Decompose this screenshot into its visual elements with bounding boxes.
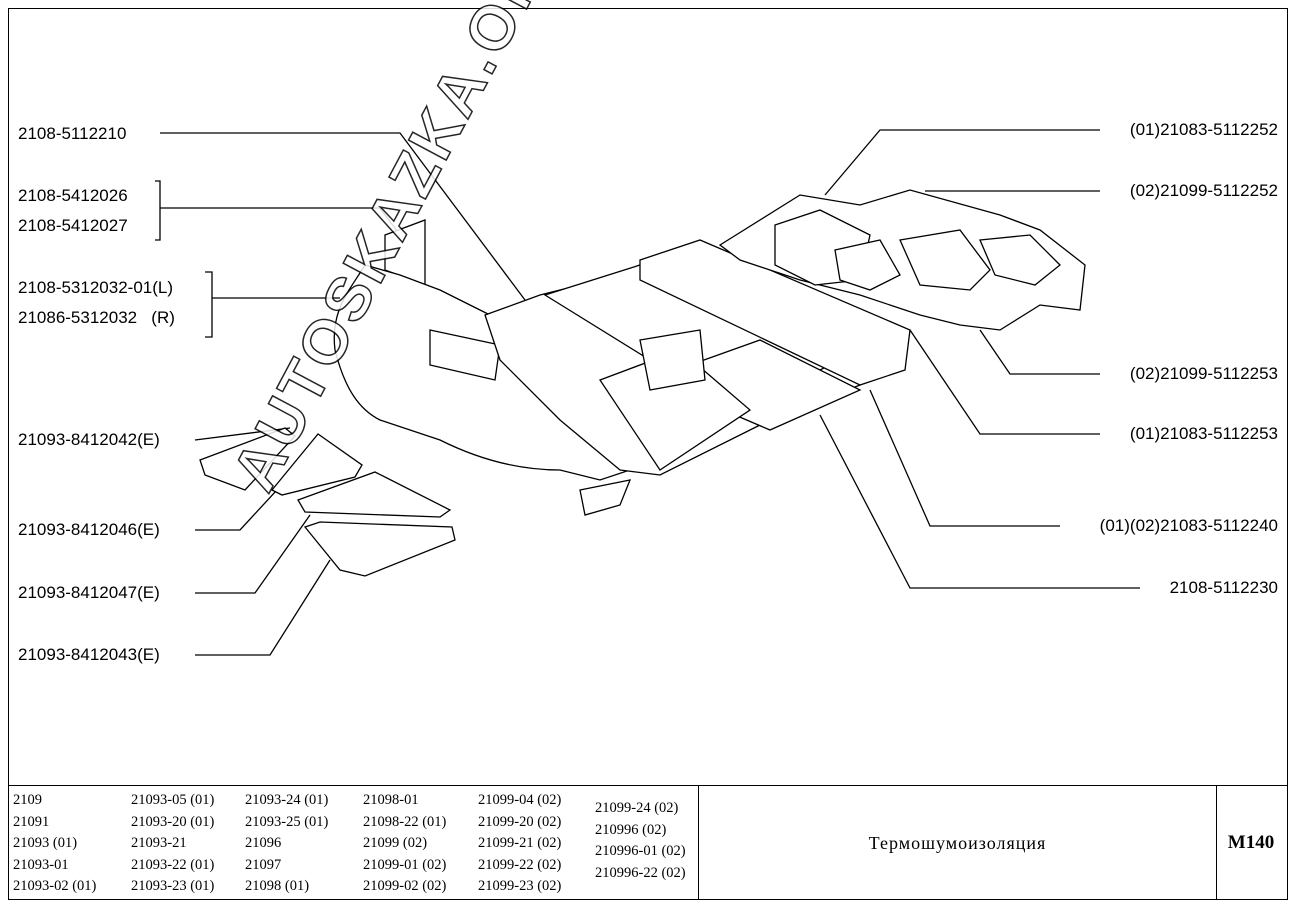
model-item: 210996 (02) bbox=[595, 821, 667, 838]
model-column: 2109 21091 21093 (01) 21093-01 21093-02 … bbox=[13, 790, 96, 898]
code-text: M140 bbox=[1227, 832, 1275, 853]
part-label: 21093-8412046(E) bbox=[18, 520, 160, 539]
part-label: 2108-5312032-01(L) bbox=[18, 278, 174, 297]
model-item: 21098 (01) bbox=[245, 878, 310, 894]
model-item: 21099-22 (02) bbox=[478, 856, 562, 873]
model-column: 21098-01 21098-22 (01) 21099 (02) 21099-… bbox=[363, 790, 446, 898]
part-label: 21086-5312032 (R) bbox=[18, 308, 175, 327]
part-label: 21093-8412042(E) bbox=[18, 430, 160, 449]
model-item: 21093-02 (01) bbox=[13, 878, 97, 894]
model-column: 21099-04 (02) 21099-20 (02) 21099-21 (02… bbox=[478, 790, 561, 898]
model-item: 21099-20 (02) bbox=[478, 813, 562, 830]
model-item: 21093-22 (01) bbox=[131, 856, 215, 873]
model-item: 210996-01 (02) bbox=[595, 843, 686, 859]
model-item: 21099-23 (02) bbox=[478, 878, 562, 894]
part-label: (01)21083-5112253 bbox=[1129, 424, 1278, 443]
model-item: 21093-25 (01) bbox=[245, 813, 329, 830]
rear-panel-insulation bbox=[333, 219, 641, 516]
model-item: 21099-02 (02) bbox=[363, 878, 447, 894]
model-item: 21091 bbox=[13, 813, 50, 830]
model-item: 21093-20 (01) bbox=[131, 813, 215, 830]
part-label: 2108-5112210 bbox=[18, 124, 127, 143]
model-item: 21093-23 (01) bbox=[131, 878, 215, 894]
model-item: 21099-24 (02) bbox=[595, 800, 679, 816]
model-item: 21093-01 bbox=[13, 856, 69, 873]
part-label: (01)(02)21083-5112240 bbox=[1099, 516, 1278, 535]
part-label: 21093-8412043(E) bbox=[18, 645, 160, 664]
model-item: 21093-21 bbox=[131, 835, 187, 851]
title-block: 2109 21091 21093 (01) 21093-01 21093-02 … bbox=[8, 785, 1288, 900]
model-item: 21099-01 (02) bbox=[363, 856, 447, 873]
floor-insulation bbox=[484, 239, 911, 476]
model-item: 21099-04 (02) bbox=[478, 792, 562, 808]
model-item: 21098-01 bbox=[363, 792, 419, 808]
drawing-code: M140 bbox=[1215, 786, 1287, 900]
part-label: (01)21083-5112252 bbox=[1129, 120, 1278, 139]
model-item: 210996-22 (02) bbox=[595, 864, 686, 881]
leader-lines bbox=[155, 129, 1140, 656]
model-column: 21099-24 (02) 210996 (02) 210996-01 (02)… bbox=[595, 798, 686, 884]
drawing-frame bbox=[8, 8, 1288, 900]
model-item: 2109 bbox=[13, 792, 42, 808]
model-item: 21099 (02) bbox=[363, 835, 428, 851]
title-text: Термошумоизоляция bbox=[868, 832, 1047, 853]
triangle-insulation-pads bbox=[199, 427, 456, 577]
model-item: 21093-05 (01) bbox=[131, 792, 215, 808]
part-label: (02)21099-5112253 bbox=[1129, 364, 1278, 383]
model-item: 21093-24 (01) bbox=[245, 792, 329, 808]
model-item: 21093 (01) bbox=[13, 835, 78, 851]
parts-diagram bbox=[155, 129, 1140, 656]
part-label: 2108-5112230 bbox=[1169, 578, 1278, 597]
model-column: 21093-05 (01) 21093-20 (01) 21093-21 210… bbox=[131, 790, 214, 898]
rear-floor-insulation bbox=[718, 189, 1086, 331]
part-label: 21093-8412047(E) bbox=[18, 583, 160, 602]
model-item: 21099-21 (02) bbox=[478, 835, 562, 851]
model-column: 21093-24 (01) 21093-25 (01) 21096 21097 … bbox=[245, 790, 328, 898]
model-item: 21096 bbox=[245, 835, 282, 851]
model-item: 21097 bbox=[245, 856, 282, 873]
part-label: (02)21099-5112252 bbox=[1129, 181, 1278, 200]
model-item: 21098-22 (01) bbox=[363, 813, 447, 830]
part-label: 2108-5412027 bbox=[18, 216, 128, 235]
part-label: 2108-5412026 bbox=[18, 186, 128, 205]
drawing-title: Термошумоизоляция bbox=[698, 786, 1217, 900]
